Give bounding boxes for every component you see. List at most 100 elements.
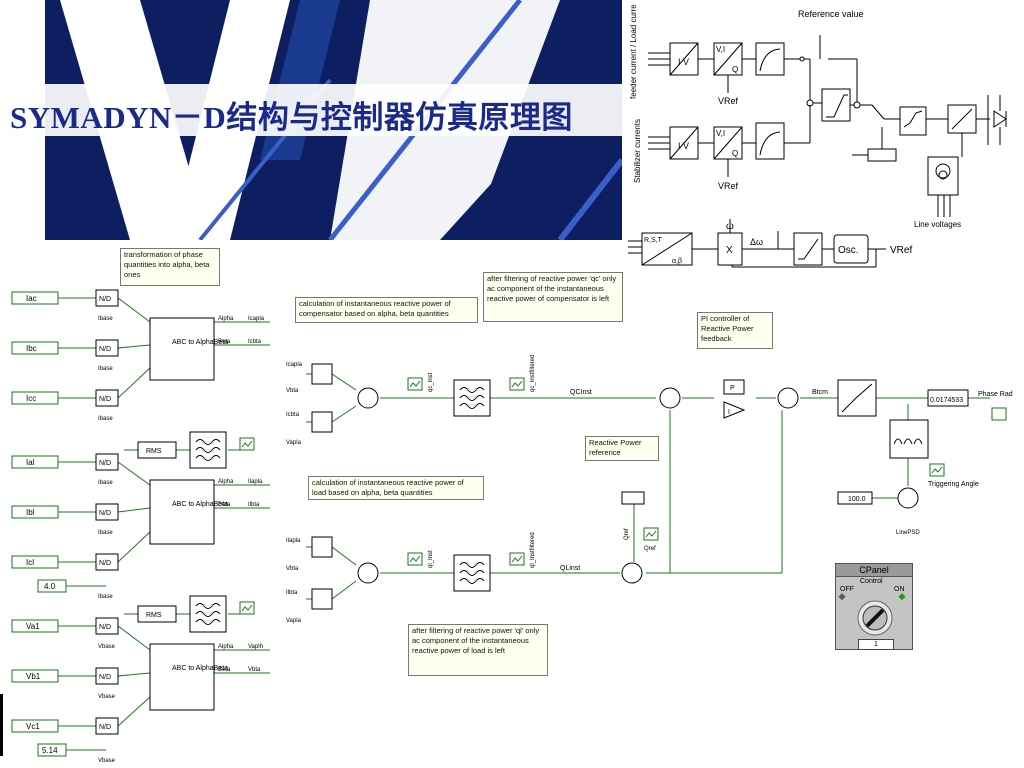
out-icapla: Icapla: [248, 316, 265, 322]
nd-block-4: N/D: [99, 460, 111, 467]
beta-out-1: Beta: [218, 339, 231, 345]
banner-stripes: [0, 0, 622, 240]
nd-block-1: N/D: [99, 296, 111, 303]
cpanel-widget: CPanel Control OFF ON 1: [835, 563, 913, 650]
nd-block-2: N/D: [99, 346, 111, 353]
input-icl: Icl: [26, 558, 34, 567]
input-vb1: Vb1: [26, 672, 41, 681]
cpanel-on-label: ON: [894, 586, 905, 593]
cpanel-value[interactable]: 1: [858, 639, 894, 650]
left-column: Iac Ibc Icc Ial Ibl Icl Va1 Vb1 Vc1 4.0 …: [11, 267, 270, 764]
note-load-reactive-power: calculation of instantaneous reactive po…: [308, 476, 484, 500]
block-alpha-beta: α,β: [672, 258, 682, 265]
block-vi-2: V,I: [716, 129, 725, 138]
cpanel-title: CPanel: [836, 564, 912, 577]
input-ial: Ial: [26, 458, 35, 467]
alpha-out-3: Alpha: [218, 644, 234, 650]
linepsd-label: LinePSD: [896, 530, 920, 536]
nd-block-3: N/D: [99, 396, 111, 403]
ibase-label-6: Ibase: [98, 594, 113, 600]
p-block-label: P: [730, 385, 735, 392]
phase-rad-label: Phase Rad: [978, 391, 1013, 398]
block-vi-1: V,I: [716, 45, 725, 54]
block-q-1: Q: [732, 65, 738, 74]
input-ibc: Ibc: [26, 344, 37, 353]
in-c-3: Vapla: [286, 440, 302, 446]
block-rst: R,S,T: [644, 237, 663, 244]
slide-title: SYMADYN－D结构与控制器仿真原理图: [10, 100, 573, 135]
block-iv-1: I V: [678, 57, 689, 67]
btcm-label: Btcm: [812, 389, 828, 396]
const-4: 4.0: [44, 582, 56, 591]
vref-label-3: VRef: [890, 245, 912, 256]
in-c-2: Icbta: [286, 412, 300, 418]
note-alpha-beta-transform: transformation of phase quantities into …: [120, 248, 220, 286]
i-block-label: I: [728, 409, 730, 416]
note-pi-controller: PI controller of Reactive Power feedback: [697, 312, 773, 349]
input-iac: Iac: [26, 294, 37, 303]
nd-block-5: N/D: [99, 510, 111, 517]
left-edge-bar: [0, 694, 3, 756]
note-compensator-reactive-power: calculation of instantaneous reactive po…: [295, 297, 478, 323]
dqref-label: Qref: [644, 546, 656, 552]
input-va1: Va1: [26, 622, 40, 631]
cpanel-off-label: OFF: [840, 586, 854, 593]
line-voltages-label: Line voltages: [914, 220, 961, 229]
ibase-label-3: Ibase: [98, 416, 113, 422]
in-c-1: Vbta: [286, 388, 299, 394]
const-100: 100.0: [848, 496, 866, 503]
in-l-3: Vapla: [286, 618, 302, 624]
nd-block-6: N/D: [99, 560, 111, 567]
out-vbta: Vbta: [248, 667, 261, 673]
block-q-2: Q: [732, 149, 738, 158]
ql-filtered-label: ql_Instfiltered: [530, 532, 536, 568]
rms-block-2: RMS: [146, 612, 162, 619]
qcinst-line-label: QCInst: [570, 389, 592, 396]
vbase-label-1: Vbase: [98, 644, 116, 650]
load-currents-label: feeder current / Load currents: [629, 5, 638, 99]
note-qc-filtering: after filtering of reactive power 'qc' o…: [483, 272, 623, 322]
top-control-diagram: Reference value feeder current / Load cu…: [628, 5, 1007, 268]
block-iv-2: I V: [678, 141, 689, 151]
stabilizer-currents-label: Stabilizer currents: [633, 119, 642, 183]
const-5: 5.14: [42, 746, 58, 755]
qc-filtered-label: qc_Instfiltered: [530, 355, 536, 392]
ibase-label-4: Ibase: [98, 480, 113, 486]
rms-block-1: RMS: [146, 448, 162, 455]
omega-label: ω: [726, 221, 734, 232]
reference-value-label: Reference value: [798, 9, 864, 19]
delta-omega-label: Δω: [750, 237, 763, 247]
out-ilapla: Ilapla: [248, 479, 263, 485]
qref-label: Qref: [624, 528, 630, 540]
middle-model: Icapla Vbta Icbta Vapla Ilapla Vbta Ilbt…: [286, 355, 1013, 624]
in-l-0: Ilapla: [286, 538, 301, 544]
control-knob[interactable]: [836, 592, 914, 638]
ql-inst-label: ql_Inst: [428, 550, 434, 568]
nd-block-7: N/D: [99, 624, 111, 631]
in-c-0: Icapla: [286, 362, 303, 368]
title-banner: SYMADYN－D结构与控制器仿真原理图: [0, 0, 622, 240]
out-ilbta: Ilbta: [248, 502, 260, 508]
vbase-label-2: Vbase: [98, 694, 116, 700]
nd-block-8: N/D: [99, 674, 111, 681]
block-osc: Osc.: [838, 245, 859, 256]
note-reactive-power-reference: Reactive Power reference: [585, 436, 659, 461]
qc-inst-label: qc_Inst: [428, 372, 434, 392]
abc-block-1: ABC to AlphaBeta: [172, 339, 228, 346]
note-ql-filtering: after filtering of reactive power 'ql' o…: [408, 624, 548, 676]
abc-block-2: ABC to AlphaBeta: [172, 501, 228, 508]
abc-block-3: ABC to AlphaBeta: [172, 665, 228, 672]
gain-block: 0.0174533: [930, 397, 963, 404]
alpha-out-2: Alpha: [218, 479, 234, 485]
input-icc: Icc: [26, 394, 36, 403]
beta-out-3: Beta: [218, 667, 231, 673]
ibase-label-5: Ibase: [98, 530, 113, 536]
vref-label-2: VRef: [718, 181, 739, 191]
block-x: X: [726, 245, 733, 256]
simulation-model: Iac Ibc Icc Ial Ibl Icl Va1 Vb1 Vc1 4.0 …: [11, 267, 1013, 764]
triggering-angle-label: Triggering Angle: [928, 481, 979, 488]
input-ibl: Ibl: [26, 508, 35, 517]
out-vaplh: Vaplh: [248, 644, 263, 650]
ibase-label-2: Ibase: [98, 366, 113, 372]
